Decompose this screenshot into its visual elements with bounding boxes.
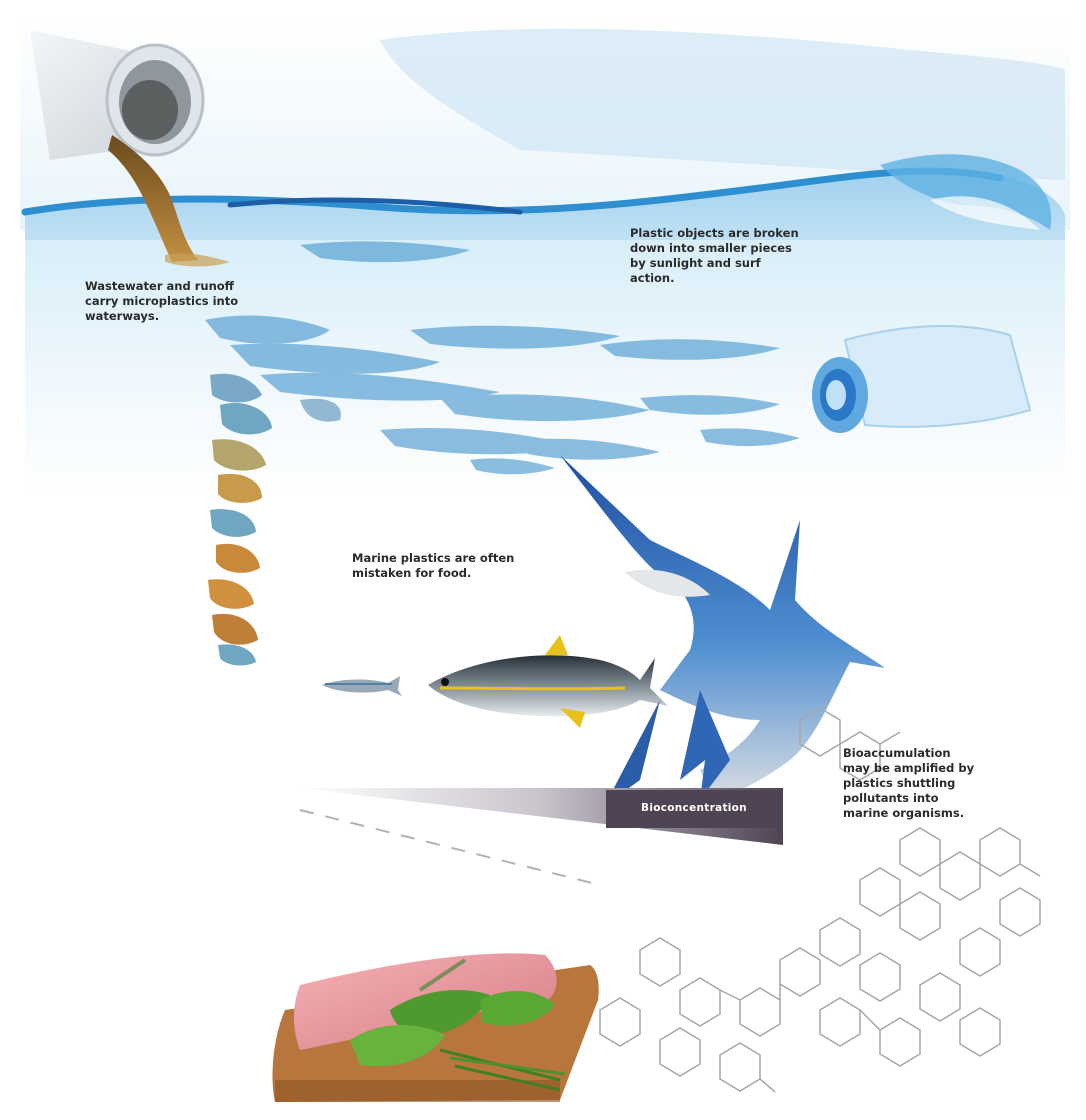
sardine-icon [322,676,402,696]
breakdown-caption-line: Plastic objects are broken [630,226,799,241]
biomagnification-caption-line: Bioaccumulation [843,746,974,761]
biomagnification-caption-line: may be amplified by [843,761,974,776]
food-caption-line: Marine plastics are often [352,551,514,566]
biomagnification-caption-line: plastics shuttling [843,776,974,791]
runoff-caption: Wastewater and runoff carry microplastic… [85,279,238,324]
breakdown-caption-line: down into smaller pieces [630,241,799,256]
runoff-caption-line: waterways. [85,309,238,324]
biomagnification-caption: Bioaccumulation may be amplified by plas… [843,746,974,821]
runoff-caption-line: carry microplastics into [85,294,238,309]
tuna-icon [428,635,668,728]
breakdown-caption-line: by sunlight and surf [630,256,799,271]
food-caption-line: mistaken for food. [352,566,514,581]
runoff-caption-line: Wastewater and runoff [85,279,238,294]
biomagnification-caption-line: marine organisms. [843,806,974,821]
food-caption: Marine plastics are often mistaken for f… [352,551,514,581]
marlin-icon [560,455,885,805]
biomagnification-caption-line: pollutants into [843,791,974,806]
breakdown-caption: Plastic objects are broken down into sma… [630,226,799,286]
plastic-bottle-icon [812,326,1030,433]
breakdown-caption-line: action. [630,271,799,286]
bioconcentration-label: Bioconcentration [605,802,783,814]
